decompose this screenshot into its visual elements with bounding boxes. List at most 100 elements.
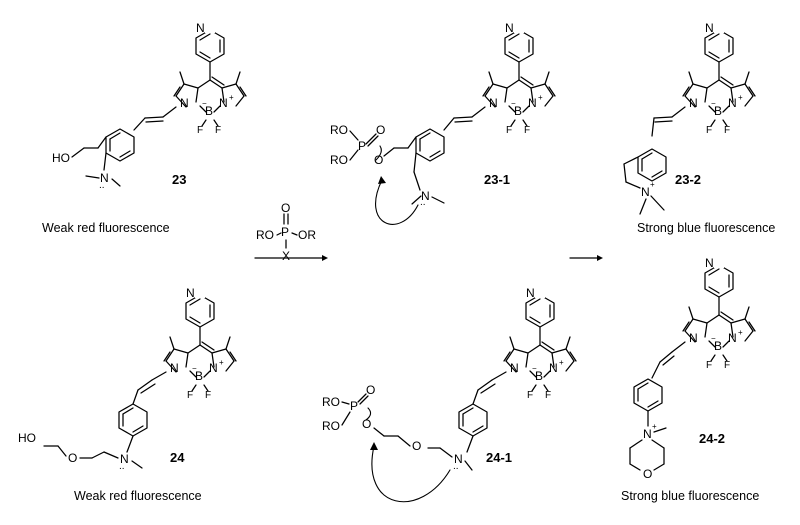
atom-f2: F	[724, 125, 730, 136]
atom-f2: F	[545, 390, 551, 401]
arrowhead	[378, 176, 386, 184]
reagent-ro: RO	[256, 228, 274, 242]
atom-f1: F	[527, 390, 533, 401]
atom-boron: B	[514, 104, 522, 118]
morpholine-oxygen: O	[643, 467, 652, 481]
atom-n-quaternary: N	[641, 185, 650, 199]
compound-24-caption: Weak red fluorescence	[74, 489, 202, 503]
atom-n-right: N	[528, 96, 537, 110]
ether-oxygen: O	[68, 451, 77, 465]
arrowhead	[370, 442, 378, 450]
compound-24: N N B − N + F F N .. O HO 24 Weak red fl…	[18, 286, 236, 503]
compound-24-1: N N B − N + F F N .. O O P O RO RO 24-1	[322, 286, 576, 503]
n-plus: +	[219, 358, 224, 367]
atom-f2: F	[724, 360, 730, 371]
ester-oxygen: O	[374, 153, 383, 167]
compound-24-label: 24	[170, 450, 185, 465]
n-plus: +	[738, 328, 743, 337]
compound-23-1: N N B − N + F F O P O RO RO N .. 23-1	[330, 21, 555, 225]
atom-f1: F	[197, 125, 203, 136]
atom-n-right: N	[549, 361, 558, 375]
atom-phosphorus: P	[350, 399, 358, 413]
atom-f2: F	[205, 390, 211, 401]
curved-arrow-cyclization	[371, 445, 451, 503]
compound-23-label: 23	[172, 172, 186, 187]
reagent: O P RO OR X	[256, 201, 316, 263]
atom-boron: B	[195, 369, 203, 383]
phosphoryl-oxygen: O	[376, 123, 385, 137]
atom-boron: B	[205, 104, 213, 118]
atom-n-left: N	[489, 96, 498, 110]
ester-oxygen: O	[362, 417, 371, 431]
reagent-leaving-group: X	[282, 249, 290, 263]
pyridine-nitrogen: N	[705, 21, 714, 35]
reagent-or: OR	[298, 228, 316, 242]
curved-arrow-small	[375, 145, 382, 161]
reagent-oxygen: O	[281, 201, 290, 215]
lone-pair: ..	[99, 180, 105, 191]
compound-23: N N B − N + F F HO N .. 23 Weak red fluo…	[42, 21, 246, 235]
boron-minus: −	[511, 99, 516, 108]
compound-24-2: N N B − N + F F N + O 24-2 Strong blue f…	[621, 256, 759, 503]
atom-n-amine: N	[421, 189, 430, 203]
atom-f2: F	[524, 125, 530, 136]
atom-n-right: N	[209, 361, 218, 375]
pyridine-nitrogen: N	[526, 286, 535, 300]
compound-24-2-caption: Strong blue fluorescence	[621, 489, 759, 503]
n-plus-morpholinium: +	[652, 422, 657, 431]
atom-boron: B	[714, 339, 722, 353]
atom-n-left: N	[689, 96, 698, 110]
pyridine-nitrogen: N	[705, 256, 714, 270]
lone-pair: ..	[453, 461, 459, 472]
boron-minus: −	[192, 364, 197, 373]
atom-n-left: N	[510, 361, 519, 375]
atom-boron: B	[535, 369, 543, 383]
atom-f1: F	[506, 125, 512, 136]
atom-f1: F	[187, 390, 193, 401]
pyridine-nitrogen: N	[505, 21, 514, 35]
ro-group-1: RO	[322, 395, 340, 409]
curved-arrow-cyclization	[375, 179, 419, 225]
reaction-arrow-1	[254, 255, 328, 261]
compound-23-2: N N B − N + F F N + 23-2 Strong blue flu…	[623, 21, 775, 235]
lone-pair: ..	[420, 197, 426, 208]
n-plus: +	[538, 93, 543, 102]
n-plus-quaternary: +	[650, 180, 655, 189]
atom-n-amine: N	[120, 452, 129, 466]
compound-23-caption: Weak red fluorescence	[42, 221, 170, 235]
hydroxyl: HO	[18, 431, 36, 445]
atom-f2: F	[215, 125, 221, 136]
phosphoryl-oxygen: O	[366, 383, 375, 397]
reaction-arrow-2	[569, 255, 603, 261]
atom-f1: F	[706, 125, 712, 136]
curved-arrow-small	[365, 407, 372, 421]
boron-minus: −	[532, 364, 537, 373]
reagent-phosphorus: P	[281, 225, 289, 239]
boron-minus: −	[711, 334, 716, 343]
atom-n-right: N	[728, 331, 737, 345]
atom-n-right: N	[728, 96, 737, 110]
atom-phosphorus: P	[358, 139, 366, 153]
pyridine-nitrogen: N	[186, 286, 195, 300]
compound-24-1-label: 24-1	[486, 450, 512, 465]
atom-n-amine: N	[454, 452, 463, 466]
boron-minus: −	[711, 99, 716, 108]
atom-f1: F	[706, 360, 712, 371]
compound-23-2-label: 23-2	[675, 172, 701, 187]
n-plus: +	[738, 93, 743, 102]
n-plus: +	[229, 93, 234, 102]
atom-n-morpholinium: N	[643, 427, 652, 441]
atom-n-left: N	[689, 331, 698, 345]
compound-24-2-label: 24-2	[699, 431, 725, 446]
atom-n-left: N	[170, 361, 179, 375]
atom-n-amine: N	[100, 171, 109, 185]
ether-oxygen: O	[412, 439, 421, 453]
pyridine-nitrogen: N	[196, 21, 205, 35]
n-plus: +	[559, 358, 564, 367]
hydroxyl: HO	[52, 151, 70, 165]
boron-minus: −	[202, 99, 207, 108]
lone-pair: ..	[119, 461, 125, 472]
atom-n-right: N	[219, 96, 228, 110]
atom-boron: B	[714, 104, 722, 118]
